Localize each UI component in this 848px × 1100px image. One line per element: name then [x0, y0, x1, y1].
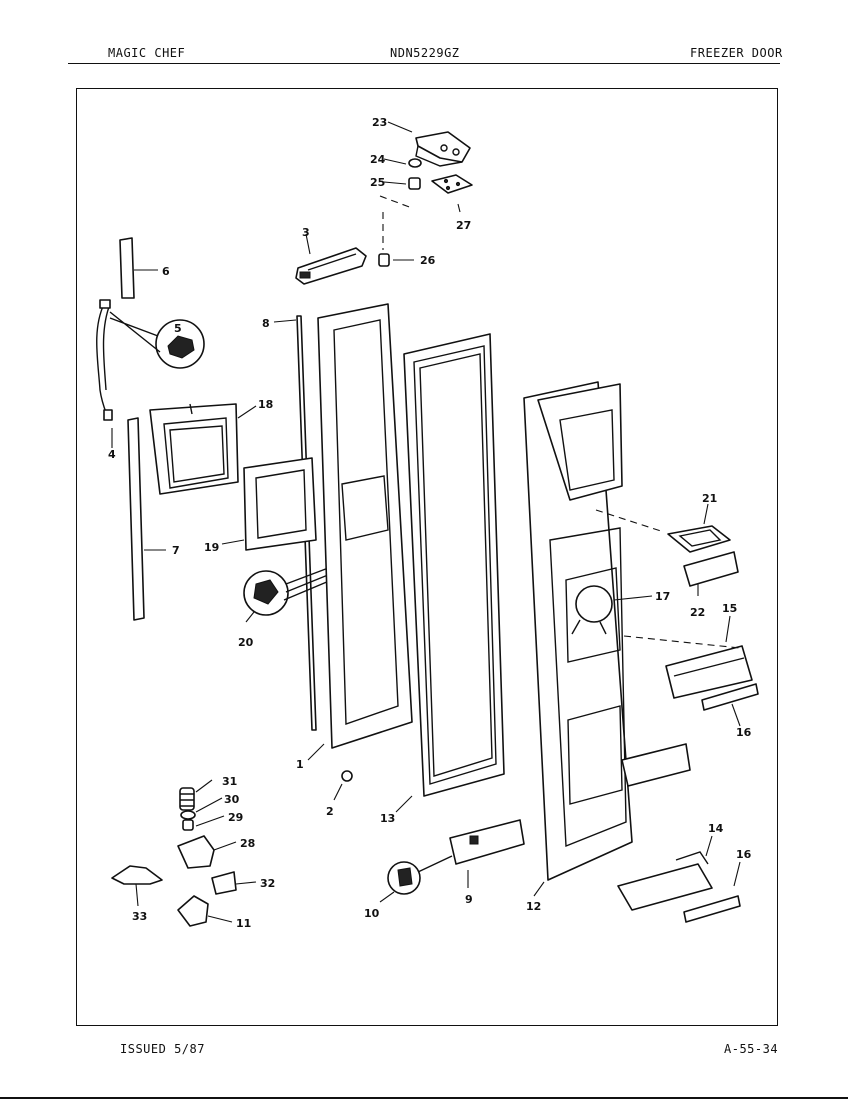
callout-17: 17: [655, 590, 670, 603]
callout-19: 19: [204, 541, 219, 554]
callout-12: 12: [526, 900, 541, 913]
header-brand: MAGIC CHEF: [108, 46, 186, 60]
part-spacer: [180, 810, 196, 820]
part-door-liner: [317, 303, 413, 749]
part-door-shelf: [665, 645, 753, 699]
part-top-hinge: [415, 131, 471, 167]
part-hinge-cover: [177, 895, 209, 927]
header-model-number: NDN5229GZ: [390, 46, 460, 60]
header-rule: [68, 63, 780, 64]
callout-21: 21: [702, 492, 717, 505]
callout-31: 31: [222, 775, 237, 788]
callout-15: 15: [722, 602, 737, 615]
callout-3: 3: [302, 226, 310, 239]
part-washer: [408, 158, 422, 168]
callout-11: 11: [236, 917, 251, 930]
callout-9: 9: [465, 893, 473, 906]
callout-4: 4: [108, 448, 116, 461]
callout-1: 1: [296, 758, 304, 771]
part-wire-clip: [109, 311, 205, 369]
part-door-bushing: [378, 253, 390, 267]
part-outer-door: [523, 381, 633, 881]
part-trim-strip-long: [127, 417, 145, 621]
diagram-frame: [76, 88, 778, 1026]
header-section-title: FREEZER DOOR: [690, 46, 783, 60]
part-drip-tray-holder: [683, 551, 739, 587]
callout-10: 10: [364, 907, 380, 920]
callout-18: 18: [258, 398, 273, 411]
callout-22: 22: [690, 606, 705, 619]
part-shelf-trim-upper: [701, 683, 759, 711]
callout-5: 5: [174, 322, 182, 335]
part-chute-housing: [149, 403, 239, 495]
part-spring: [179, 787, 195, 811]
footer-page-code: A-55-34: [724, 1042, 779, 1056]
callout-33: 33: [132, 910, 147, 923]
callout-16-upper: 16: [736, 726, 752, 739]
callout-23: 23: [372, 116, 387, 129]
callout-16-lower: 16: [736, 848, 752, 861]
part-wire-harness: [96, 299, 113, 421]
callout-20: 20: [238, 636, 254, 649]
callout-24: 24: [370, 153, 386, 166]
footer-issue-date: ISSUED 5/87: [120, 1042, 205, 1056]
callout-6: 6: [162, 265, 170, 278]
part-lower-hinge: [111, 865, 163, 885]
part-lower-hinge-bracket: [177, 835, 215, 869]
part-access-panel: [243, 457, 317, 551]
part-bushing: [408, 177, 421, 190]
part-screw: [341, 770, 353, 782]
bottom-rule: [0, 1097, 848, 1099]
part-light-socket: [387, 855, 453, 895]
part-lower-shelf: [617, 851, 713, 911]
part-trim-strip-short: [119, 237, 135, 299]
part-hinge-shim: [431, 174, 473, 194]
part-dispenser-trim: [621, 743, 691, 787]
callout-28: 28: [240, 837, 255, 850]
part-door-gasket: [403, 333, 505, 797]
callout-2: 2: [326, 805, 334, 818]
callout-14: 14: [708, 822, 724, 835]
callout-26: 26: [420, 254, 436, 267]
callout-29: 29: [228, 811, 243, 824]
callout-25: 25: [370, 176, 385, 189]
part-lower-pin: [182, 819, 194, 831]
part-bracket-clip: [211, 871, 237, 895]
leader-lines: [111, 121, 741, 923]
part-actuator: [571, 585, 613, 635]
callout-7: 7: [172, 544, 180, 557]
part-ice-funnel: [667, 525, 731, 553]
callout-30: 30: [224, 793, 240, 806]
callout-32: 32: [260, 877, 275, 890]
callout-13: 13: [380, 812, 395, 825]
part-light-bracket: [449, 819, 525, 865]
callout-8: 8: [262, 317, 270, 330]
callout-27: 27: [456, 219, 471, 232]
part-shelf-trim-lower: [683, 895, 741, 923]
part-door-handle-trim: [295, 247, 367, 285]
